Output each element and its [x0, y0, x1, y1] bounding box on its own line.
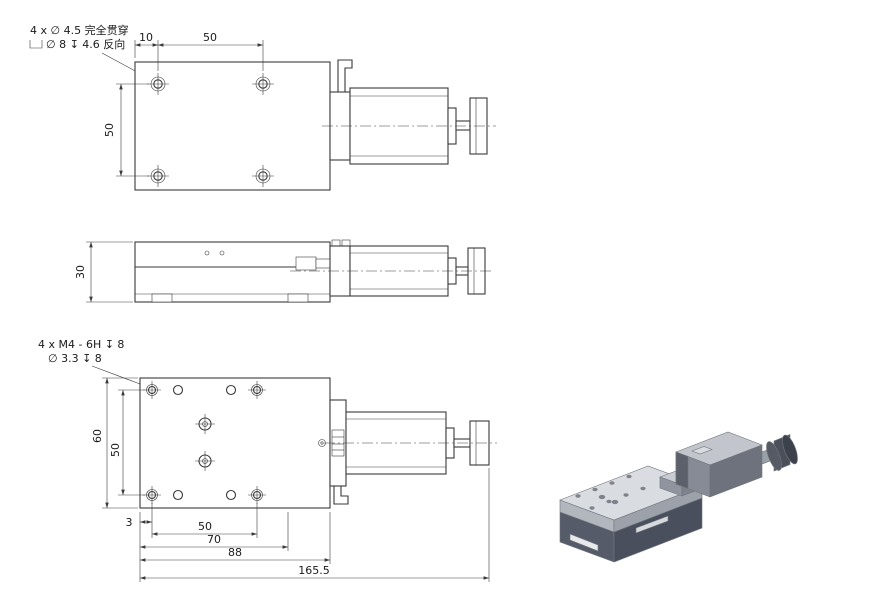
dim-overall-length: 165.5	[298, 564, 330, 577]
m4-tapped-hole	[143, 381, 161, 399]
top-view: 4 x ∅ 4.5 完全贯穿 ∅ 8 ↧ 4.6 反向	[29, 23, 496, 191]
pilot-hole	[172, 384, 184, 396]
leadscrew-housing	[295, 256, 317, 271]
pilot-hole	[172, 489, 184, 501]
dim-hole-spacing-v: 50	[109, 443, 122, 457]
bottom-view-note-line1: 4 x M4 - 6H ↧ 8	[38, 338, 124, 351]
pilot-hole	[225, 489, 237, 501]
dim-edge-offset: 3	[126, 516, 133, 529]
dim-hole-spacing-v: 50	[103, 123, 116, 137]
center-hole	[195, 451, 215, 471]
motor-assembly-side-view	[290, 239, 494, 297]
pilot-hole	[225, 384, 237, 396]
mount-bracket	[337, 59, 353, 94]
knob-3d-front	[766, 441, 782, 471]
stage-body-side-view	[134, 241, 331, 303]
center-hole	[195, 414, 215, 434]
top-view-note-line1: 4 x ∅ 4.5 完全贯穿	[30, 23, 129, 37]
counterbore-hole	[252, 73, 274, 95]
motor-shaft	[455, 120, 471, 131]
screw-head	[331, 239, 341, 247]
foot	[151, 293, 173, 303]
stage-plate-top-view	[134, 61, 331, 191]
counterbore-hole	[147, 165, 169, 187]
isometric-render	[559, 431, 798, 563]
dim-hole-spacing-h: 50	[203, 31, 217, 44]
dim-plate-width: 88	[228, 546, 242, 559]
dim-edge-to-hole: 10	[139, 31, 153, 44]
bottom-view-note-line2: ∅ 3.3 ↧ 8	[48, 352, 102, 365]
m4-tapped-hole	[248, 381, 266, 399]
motor-assembly-bottom-view	[318, 399, 497, 505]
top-face-holes	[575, 474, 646, 510]
screw-head	[341, 239, 351, 247]
side-view-dimensions: 30	[74, 241, 133, 303]
dim-plate-height: 60	[91, 429, 104, 443]
knob-3d-end	[782, 434, 798, 465]
motor-connector	[691, 446, 713, 455]
motor-end-cap	[675, 451, 689, 489]
m4-tapped-hole	[143, 486, 161, 504]
counterbore-hole	[252, 165, 274, 187]
bottom-view-dimensions: 3 50 70 88 165.5 60 50	[91, 377, 490, 582]
bottom-view: 4 x M4 - 6H ↧ 8 ∅ 3.3 ↧ 8	[38, 338, 497, 582]
counterbore-icon	[29, 40, 43, 49]
counterbore-hole	[147, 73, 169, 95]
setscrew-dot	[219, 250, 225, 256]
base-slot-right	[635, 515, 669, 534]
base-slot-left	[569, 533, 599, 552]
dim-hole-spacing-h: 50	[198, 520, 212, 533]
leadscrew-end	[315, 258, 331, 269]
motor-front-right-face	[709, 444, 763, 498]
foot	[287, 293, 309, 303]
stage-plate-bottom-view	[139, 377, 331, 509]
side-view: 30	[74, 239, 494, 303]
m4-tapped-hole	[248, 486, 266, 504]
top-view-dimensions: 10 50 50	[103, 31, 264, 177]
motor-assembly-top-view	[322, 59, 496, 165]
dim-height: 30	[74, 265, 87, 279]
mount-bracket	[333, 486, 349, 505]
setscrew-dot	[204, 250, 210, 256]
dim-body-width: 70	[207, 533, 221, 546]
note-leader-line	[91, 365, 149, 388]
top-view-note-line2: ∅ 8 ↧ 4.6 反向	[46, 37, 125, 51]
